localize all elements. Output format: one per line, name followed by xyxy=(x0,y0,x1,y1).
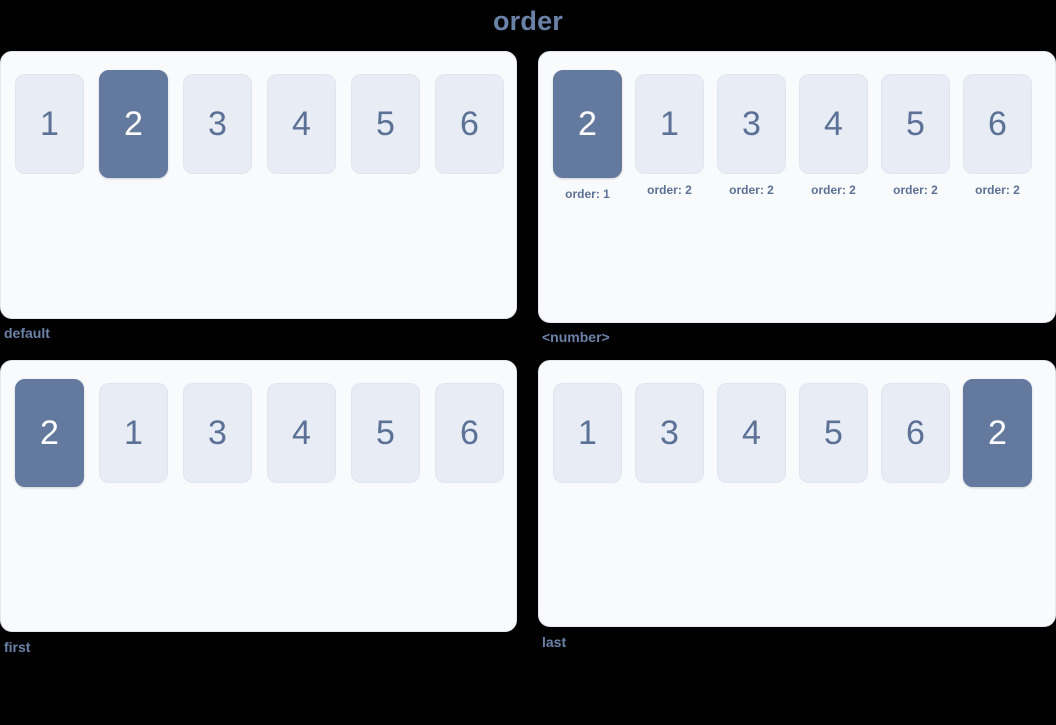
flex-row-number: 2 order: 1 1 order: 2 3 order: 2 4 order… xyxy=(553,70,1041,201)
order-panel-default: 1 2 3 4 5 6 xyxy=(0,51,517,319)
order-value-label: order: 1 xyxy=(565,187,610,201)
order-tile[interactable]: 5 xyxy=(351,383,420,483)
flex-item[interactable]: 1 xyxy=(99,383,168,483)
flex-item[interactable]: 5 xyxy=(799,383,868,483)
flex-item[interactable]: 5 xyxy=(351,383,420,483)
order-panel-first: 2 1 3 4 5 6 xyxy=(0,360,517,632)
demo-cell-first: 2 1 3 4 5 6 first xyxy=(0,360,517,654)
order-tile-active[interactable]: 2 xyxy=(963,379,1032,487)
flex-item[interactable]: 3 order: 2 xyxy=(717,74,786,196)
flex-item[interactable]: 2 order: 1 xyxy=(553,70,622,201)
order-tile[interactable]: 1 xyxy=(99,383,168,483)
order-tile[interactable]: 4 xyxy=(799,74,868,174)
demo-grid: 1 2 3 4 5 6 default xyxy=(0,51,1056,654)
flex-item[interactable]: 5 xyxy=(351,74,420,174)
order-tile[interactable]: 3 xyxy=(183,74,252,174)
panel-caption-first: first xyxy=(4,639,31,655)
order-tile[interactable]: 1 xyxy=(15,74,84,174)
flex-row-first: 2 1 3 4 5 6 xyxy=(15,379,504,487)
panel-caption-last: last xyxy=(542,634,567,650)
flex-item[interactable]: 6 xyxy=(435,383,504,483)
order-tile[interactable]: 3 xyxy=(183,383,252,483)
flex-item[interactable]: 1 order: 2 xyxy=(635,74,704,196)
flex-item[interactable]: 3 xyxy=(635,383,704,483)
flex-item[interactable]: 2 xyxy=(963,379,1032,487)
order-value-label: order: 2 xyxy=(893,183,938,197)
order-value-label: order: 2 xyxy=(975,183,1020,197)
demo-cell-number: 2 order: 1 1 order: 2 3 order: 2 4 order… xyxy=(538,51,1056,344)
order-tile[interactable]: 6 xyxy=(881,383,950,483)
panel-caption-default: default xyxy=(4,325,50,341)
panel-caption-number: <number> xyxy=(542,329,610,345)
order-tile[interactable]: 6 xyxy=(435,74,504,174)
order-tile[interactable]: 5 xyxy=(799,383,868,483)
flex-item[interactable]: 4 xyxy=(267,383,336,483)
flex-item[interactable]: 2 xyxy=(99,70,168,178)
flex-item[interactable]: 4 xyxy=(267,74,336,174)
flex-item[interactable]: 4 xyxy=(717,383,786,483)
row-spacer xyxy=(538,344,1056,360)
order-value-label: order: 2 xyxy=(729,183,774,197)
order-tile[interactable]: 5 xyxy=(881,74,950,174)
order-tile[interactable]: 1 xyxy=(635,74,704,174)
order-tile[interactable]: 6 xyxy=(963,74,1032,174)
flex-item[interactable]: 6 xyxy=(881,383,950,483)
flex-item[interactable]: 3 xyxy=(183,74,252,174)
order-tile[interactable]: 4 xyxy=(267,383,336,483)
demo-cell-last: 1 3 4 5 6 2 last xyxy=(538,360,1056,654)
page-title: order xyxy=(492,6,564,36)
order-tile[interactable]: 4 xyxy=(267,74,336,174)
row-spacer xyxy=(0,344,517,360)
order-tile[interactable]: 3 xyxy=(717,74,786,174)
order-value-label: order: 2 xyxy=(647,183,692,197)
order-tile-active[interactable]: 2 xyxy=(553,70,622,178)
flex-item[interactable]: 1 xyxy=(15,74,84,174)
flex-item[interactable]: 2 xyxy=(15,379,84,487)
flex-item[interactable]: 1 xyxy=(553,383,622,483)
flex-row-last: 1 3 4 5 6 2 xyxy=(553,379,1041,487)
order-tile[interactable]: 3 xyxy=(635,383,704,483)
order-panel-last: 1 3 4 5 6 2 xyxy=(538,360,1056,627)
demo-cell-default: 1 2 3 4 5 6 default xyxy=(0,51,517,344)
order-tile[interactable]: 4 xyxy=(717,383,786,483)
flex-item[interactable]: 5 order: 2 xyxy=(881,74,950,196)
flex-row-default: 1 2 3 4 5 6 xyxy=(15,70,504,178)
order-tile-active[interactable]: 2 xyxy=(15,379,84,487)
order-tile[interactable]: 5 xyxy=(351,74,420,174)
flex-item[interactable]: 4 order: 2 xyxy=(799,74,868,196)
flex-item[interactable]: 3 xyxy=(183,383,252,483)
order-tile-active[interactable]: 2 xyxy=(99,70,168,178)
order-tile[interactable]: 6 xyxy=(435,383,504,483)
order-panel-number: 2 order: 1 1 order: 2 3 order: 2 4 order… xyxy=(538,51,1056,323)
order-value-label: order: 2 xyxy=(811,183,856,197)
flex-item[interactable]: 6 order: 2 xyxy=(963,74,1032,196)
order-tile[interactable]: 1 xyxy=(553,383,622,483)
flex-item[interactable]: 6 xyxy=(435,74,504,174)
